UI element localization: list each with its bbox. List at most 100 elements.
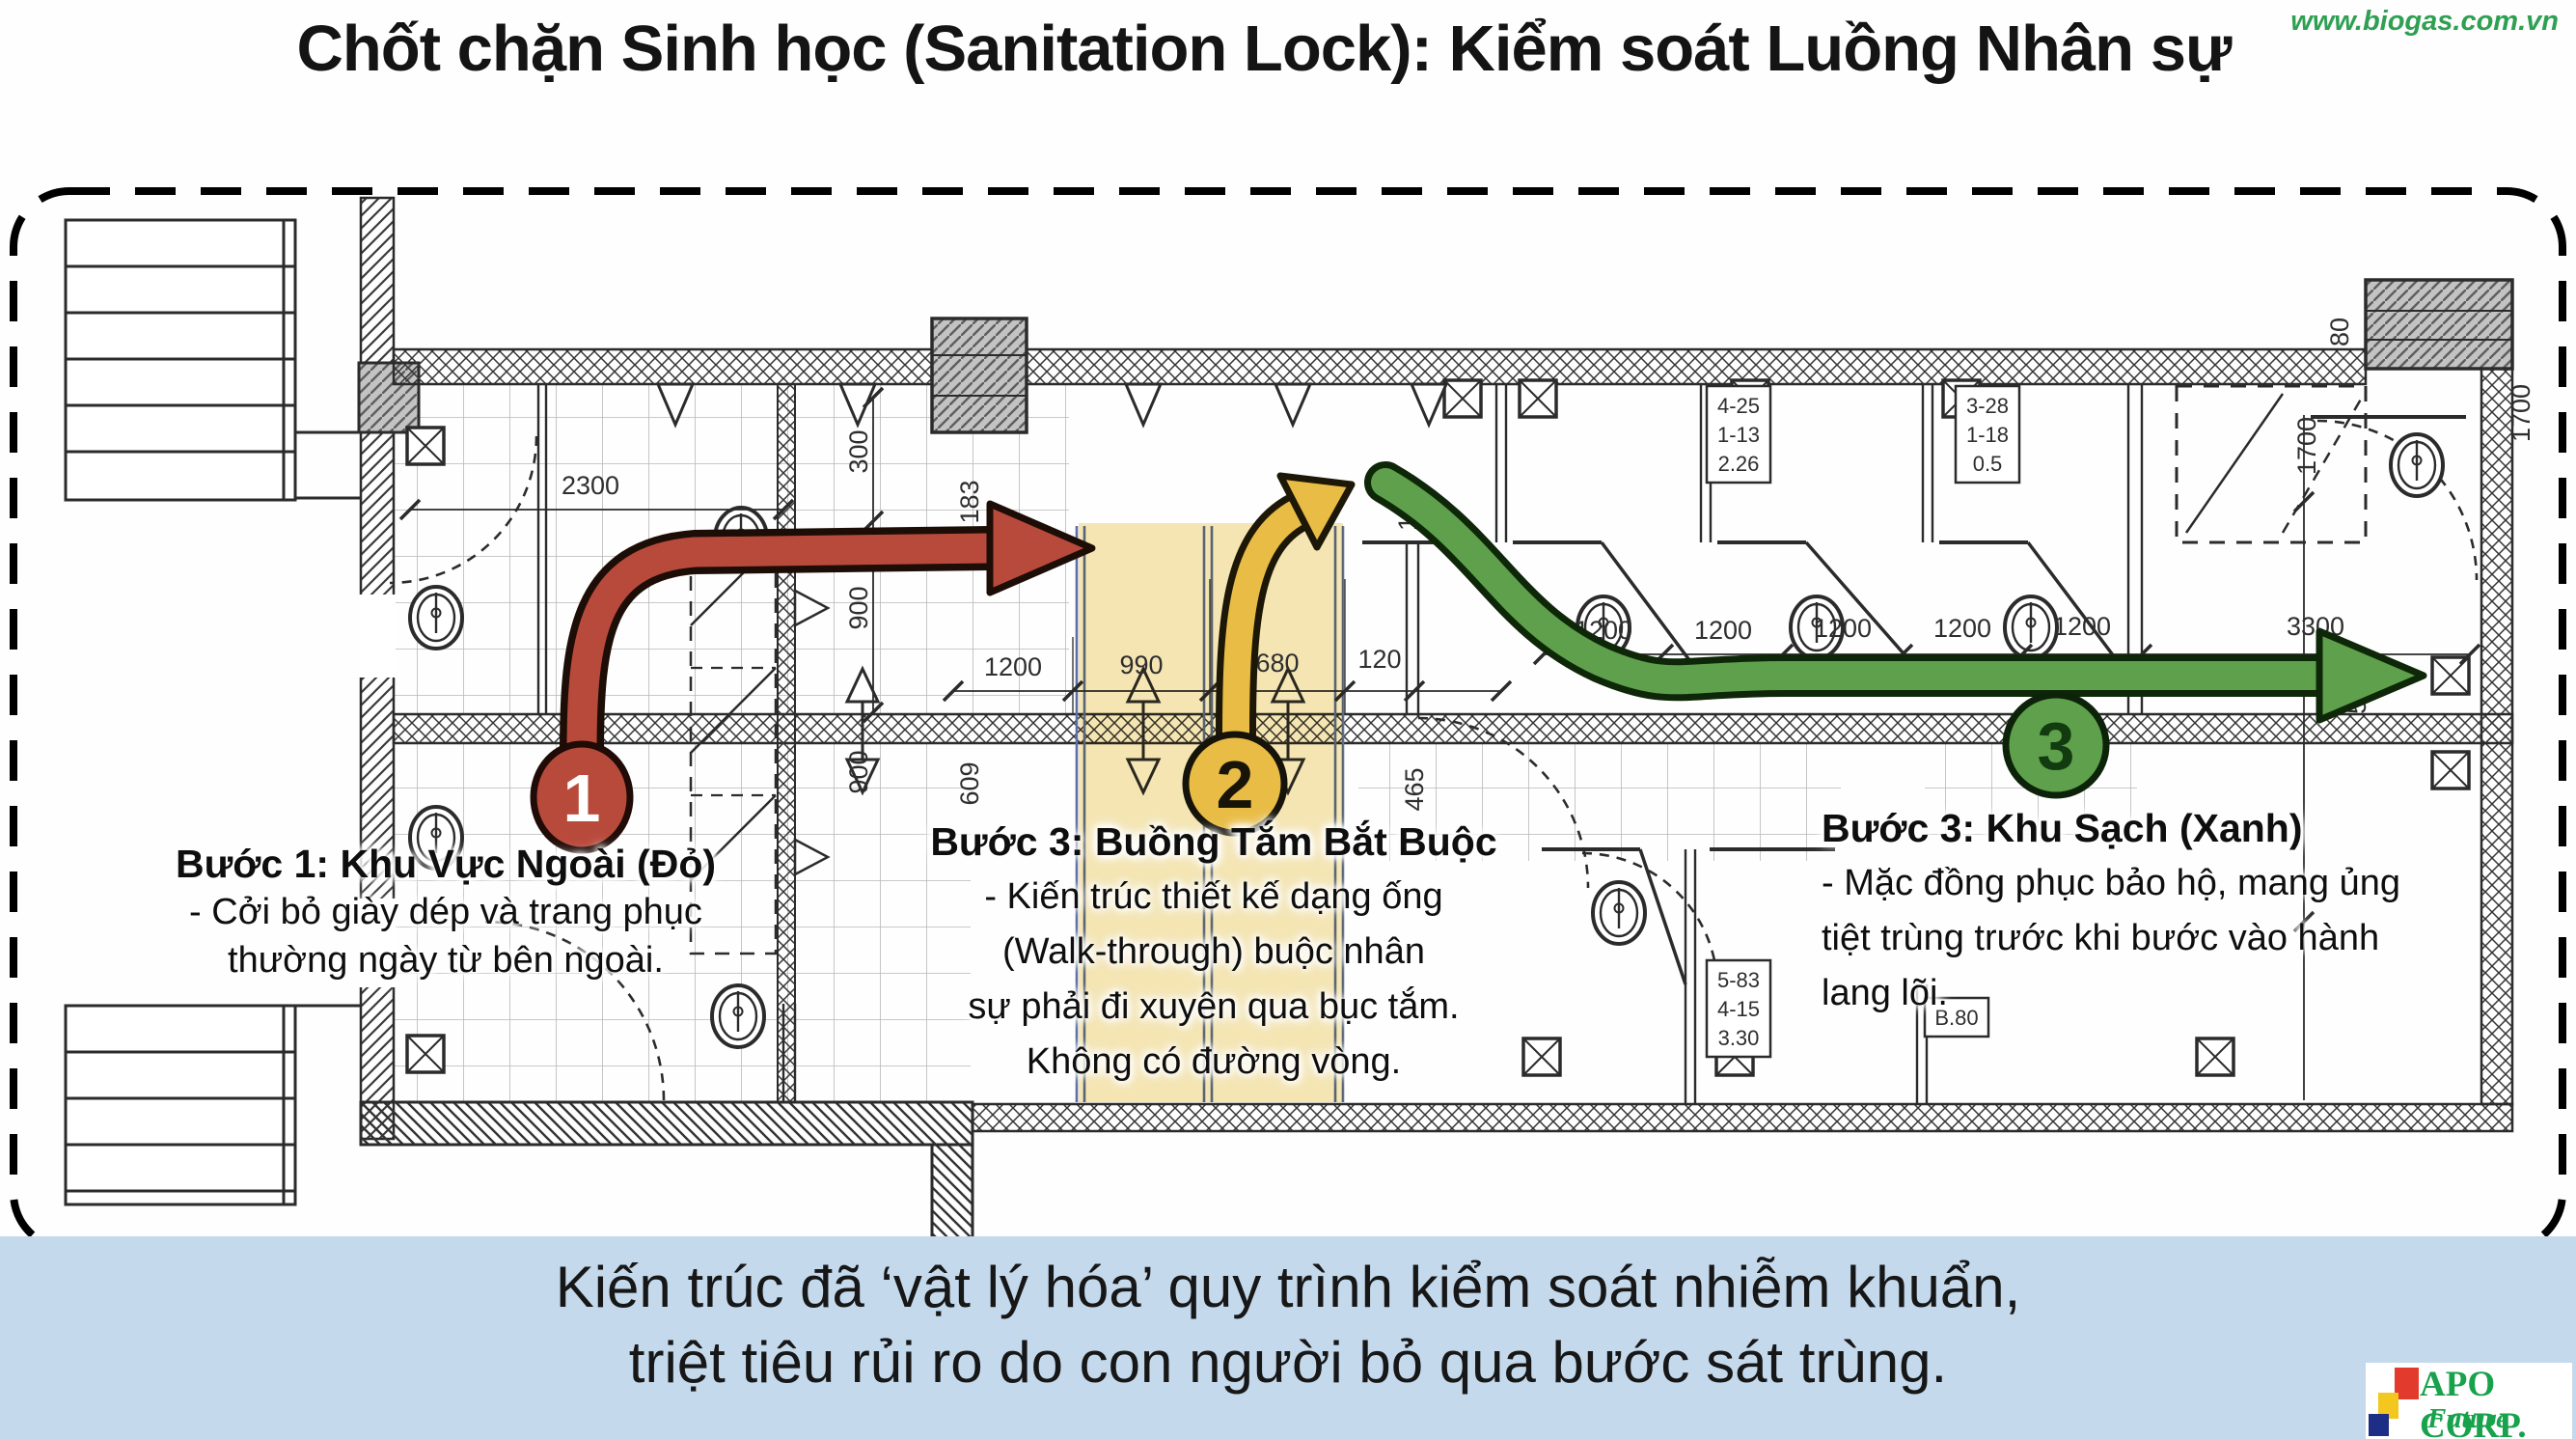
middle-wall xyxy=(392,712,2514,745)
room-sign-text: 1-13 xyxy=(1717,423,1760,447)
dimension-label: 183 xyxy=(955,480,984,523)
fitting-icon xyxy=(1410,382,1448,427)
floor-drain-icon xyxy=(405,1034,446,1074)
floor-drain-icon xyxy=(1518,378,1558,419)
dimension-label: 2300 xyxy=(562,471,619,500)
stairs-bottom-left xyxy=(64,1004,361,1206)
note-title: Bước 3: Buồng Tắm Bắt Buộc xyxy=(930,819,1497,864)
step-marker-1: 1 xyxy=(530,740,634,854)
toilet-icon xyxy=(710,983,766,1049)
wall-markers xyxy=(793,588,831,877)
dimension-label: 120 xyxy=(1357,645,1401,674)
room-sign-text: 3-28 xyxy=(1966,394,2009,418)
room-sign: B.80 xyxy=(1923,996,1990,1038)
logo-blue-square-icon xyxy=(2369,1414,2389,1436)
note-line: Không có đường vòng. xyxy=(1026,1041,1402,1082)
green-flow-arrow xyxy=(1364,461,2427,724)
floor-drain-icon xyxy=(2195,1037,2235,1077)
banner-line-2: triệt tiêu rủi ro do con người bỏ qua bư… xyxy=(628,1330,1948,1395)
page-title: Chốt chặn Sinh học (Sanitation Lock): Ki… xyxy=(296,13,2232,85)
note-line: - Mặc đồng phục bảo hộ, mang ủng xyxy=(1822,863,2400,903)
logo-yellow-square-icon xyxy=(2378,1393,2398,1419)
bottom-left-wall xyxy=(359,1100,974,1147)
dimension-label: 1700 xyxy=(2507,384,2535,442)
room-sign-text: B.80 xyxy=(1934,1006,1978,1030)
storage-room xyxy=(2175,384,2368,544)
banner-line-1: Kiến trúc đã ‘vật lý hóa’ quy trình kiểm… xyxy=(555,1255,2021,1319)
step-marker-label: 2 xyxy=(1217,747,1254,822)
dimension-label: 1200 xyxy=(1933,614,1991,643)
step-marker-label: 1 xyxy=(563,761,601,836)
toilet-icon xyxy=(408,585,464,650)
room-sign-text: 0.5 xyxy=(1973,452,2003,476)
dimension-label: 990 xyxy=(1119,650,1163,679)
note-step-3: Bước 3: Khu Sạch (Xanh) - Mặc đồng phục … xyxy=(1822,801,2539,1021)
logo-red-square-icon xyxy=(2395,1368,2419,1399)
top-wall xyxy=(392,347,2368,386)
room-sign-text: 2.26 xyxy=(1718,452,1760,476)
dimension-label: 465 xyxy=(1400,767,1429,811)
company-logo: APO CORP. Future power xyxy=(2366,1363,2572,1439)
bottom-step-wall xyxy=(930,1143,974,1249)
step-markers: 1 2 3 xyxy=(530,691,2110,854)
note-line: (Walk-through) buộc nhân xyxy=(1002,931,1425,972)
note-line: sự phải đi xuyên qua bục tắm. xyxy=(968,986,1460,1027)
logo-tagline: Future power xyxy=(2427,1403,2508,1439)
plan-border xyxy=(10,187,2566,1253)
step-marker-2: 2 xyxy=(1182,731,1288,837)
walls xyxy=(64,196,2514,1249)
stairs-top-left xyxy=(64,218,361,502)
fitting-icon xyxy=(1124,382,1163,427)
step-marker-3: 3 xyxy=(2002,691,2110,799)
toilet-icon xyxy=(2389,432,2445,498)
note-step-1: Bước 1: Khu Vực Ngoài (Đỏ) - Cởi bỏ giày… xyxy=(100,840,791,984)
room-sign: 4-25 1-13 2.26 xyxy=(1705,384,1772,484)
website-link[interactable]: www.biogas.com.vn xyxy=(2290,6,2559,37)
room-sign-text: 1-18 xyxy=(1966,423,2009,447)
bottom-banner: Kiến trúc đã ‘vật lý hóa’ quy trình kiểm… xyxy=(0,1236,2576,1439)
note-line: lang lõi. xyxy=(1822,973,1948,1013)
logo-company-name: APO CORP. xyxy=(2420,1365,2527,1439)
dimension-label: 680 xyxy=(1255,649,1299,678)
shaft-block xyxy=(930,317,1028,434)
floor-drain-icon xyxy=(1442,378,1483,419)
yellow-flow-arrow xyxy=(1216,472,1356,754)
room-sign: 5-83 4-15 3.30 xyxy=(1705,958,1772,1059)
room-sign: 3-28 1-18 0.5 xyxy=(1954,384,2021,484)
dimension-label: 900 xyxy=(844,586,873,629)
top-right-block xyxy=(2364,278,2514,371)
dimension-label: 1200 xyxy=(1694,616,1752,645)
dimension-label: 900 xyxy=(844,750,873,793)
note-title: Bước 3: Khu Sạch (Xanh) xyxy=(1822,806,2303,850)
room-sign-text: 4-25 xyxy=(1717,394,1760,418)
floor-drain-icon xyxy=(2430,750,2471,790)
flow-arrows xyxy=(560,461,2427,775)
dimension-label: 300 xyxy=(844,429,873,473)
dimension-label: 80 xyxy=(2325,318,2354,346)
room-signs: 4-25 1-13 2.26 3-28 1-18 0.5 5-83 4-15 3.30 B.80 xyxy=(1705,384,2021,1059)
toilet-icon xyxy=(2003,595,2059,660)
note-title: Bước 1: Khu Vực Ngoài (Đỏ) xyxy=(175,842,717,886)
dimension-label: 1700 xyxy=(2292,417,2321,475)
room-sign-text: 3.30 xyxy=(1718,1026,1760,1050)
floor-drain-icon xyxy=(405,426,446,466)
bottom-right-wall xyxy=(971,1102,2514,1133)
fitting-icon xyxy=(1274,382,1312,427)
note-line: - Kiến trúc thiết kế dạng ống xyxy=(984,876,1443,917)
dimension-label: 1200 xyxy=(984,652,1042,681)
room-sign-text: 5-83 xyxy=(1717,968,1760,992)
note-line: thường ngày từ bên ngoài. xyxy=(228,940,664,981)
note-line: - Cởi bỏ giày dép và trang phục xyxy=(189,892,702,932)
red-flow-arrow xyxy=(560,500,1096,775)
step-marker-label: 3 xyxy=(2038,708,2075,784)
dimension-label: 609 xyxy=(955,761,984,805)
room-sign-text: 4-15 xyxy=(1717,997,1760,1021)
dimension-label: 1200 xyxy=(2053,612,2111,641)
note-step-2: Bước 3: Buồng Tắm Bắt Buộc - Kiến trúc t… xyxy=(880,815,1548,1090)
note-line: tiệt trùng trước khi bước vào hành xyxy=(1822,918,2380,958)
toilet-icon xyxy=(1591,880,1647,946)
crosshatch-partition xyxy=(777,383,796,1103)
